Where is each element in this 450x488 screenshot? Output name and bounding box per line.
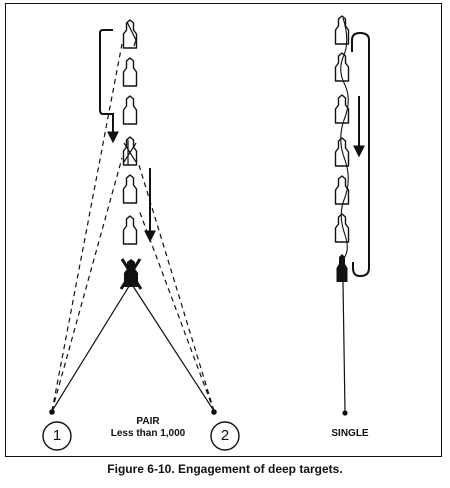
position-2-label: 2 [220,427,230,444]
target-silhouette [122,215,138,245]
single-fire-line [342,281,346,413]
pair-fire-lines [51,43,215,412]
target-silhouette [334,213,350,243]
gunner-1-position [49,409,55,415]
position-1-label: 1 [52,427,62,444]
traverse-arrow-left [99,29,119,144]
target-silhouette [334,94,350,124]
figure-frame [5,3,442,457]
single-target-column [334,15,350,282]
single-label: SINGLE [331,428,369,439]
target-silhouette [122,57,138,87]
pair-target-column [119,19,143,290]
position-2-circle [210,421,240,451]
destroyed-target [336,254,348,282]
single-sweep-path [340,17,349,259]
pair-label: PAIR [136,416,160,427]
target-silhouette [122,174,138,204]
gunner-2-position [211,409,217,415]
hit-mark [126,21,137,47]
figure-caption: Figure 6-10. Engagement of deep targets. [107,462,343,476]
target-silhouette [122,95,138,125]
crossed-hit-mark [123,140,137,165]
destroyed-target [119,258,143,290]
position-1-circle [42,421,72,451]
single-gunner-position [342,410,348,416]
pair-distance-label: Less than 1,000 [110,428,186,439]
single-return-loop [351,31,370,278]
